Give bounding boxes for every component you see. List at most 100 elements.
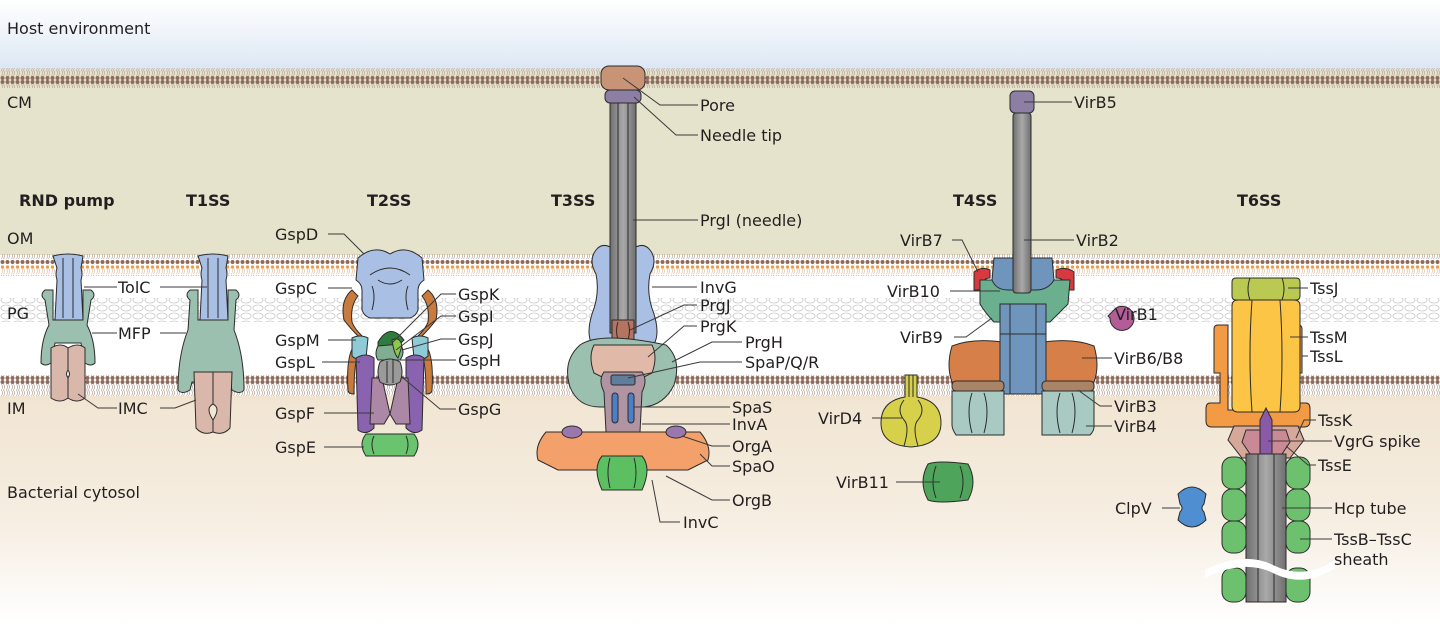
t6ss-label-tsse: TssE: [1317, 456, 1352, 475]
t6ss-tssm: [1231, 299, 1301, 413]
region-label-host: Host environment: [7, 19, 150, 38]
t1ss: T1SS: [160, 191, 245, 434]
t2ss-label-gspl: GspL: [275, 353, 315, 372]
t3ss-label-spao: SpaO: [732, 457, 775, 476]
t3ss-spaprq: [610, 374, 636, 386]
region-label-pg: PG: [7, 304, 29, 323]
rnd-label-imc: IMC: [118, 399, 148, 418]
t6ss-label-tssl: TssL: [1309, 347, 1343, 366]
t6ss-clpv: [1177, 486, 1207, 528]
t2ss-gspc-left: [342, 289, 365, 395]
t4ss-virb11: [922, 461, 974, 503]
t2ss: T2SS GspD GspC GspK GspI GspM GspJ GspL …: [275, 191, 501, 457]
t2ss-gspf-right: [389, 377, 411, 425]
cm-region: [0, 70, 1440, 255]
t3ss-spas-left: [611, 392, 619, 424]
t6ss-label-clpv: ClpV: [1115, 499, 1152, 518]
host-environment-region: [0, 0, 1440, 70]
t4ss-label-virb5: VirB5: [1074, 93, 1117, 112]
t2ss-label-gspe: GspE: [275, 438, 316, 457]
t3ss-label-prgk: PrgK: [700, 317, 737, 336]
region-label-cm: CM: [7, 93, 32, 112]
t3ss-needle-tip: [604, 89, 642, 104]
t4ss-virb3-left: [951, 380, 1005, 392]
t2ss-gspe: [361, 433, 419, 457]
t4ss-vird4: [880, 374, 942, 448]
t3ss-spas-right: [627, 392, 635, 424]
t3ss-title: T3SS: [551, 191, 595, 210]
rnd-pump-title: RND pump: [19, 191, 115, 210]
t2ss-label-gspi: GspI: [458, 307, 494, 326]
rnd-pump: RND pump TolC MFP IMC: [19, 191, 151, 418]
t2ss-title: T2SS: [367, 191, 411, 210]
t6ss-label-tssj: TssJ: [1309, 279, 1339, 298]
t2ss-label-gspd: GspD: [275, 225, 318, 244]
t4ss-title: T4SS: [953, 191, 997, 210]
t2ss-label-gspg: GspG: [458, 400, 501, 419]
region-label-cytosol: Bacterial cytosol: [7, 483, 140, 502]
t4ss-label-virb11: VirB11: [836, 473, 889, 492]
t3ss-label-invg: InvG: [700, 278, 737, 297]
t6ss-vgrg: [1259, 406, 1273, 455]
t4ss-label-virb1: VirB1: [1115, 305, 1158, 324]
t3ss-spao: [536, 431, 710, 471]
t3ss: T3SS Pore Needle tip PrgI (needle) InvG …: [536, 65, 819, 532]
t2ss-label-gspk: GspK: [458, 285, 500, 304]
t3ss-label-spas: SpaS: [732, 398, 772, 417]
t3ss-label-prgi: PrgI (needle): [700, 211, 802, 230]
t6ss-hcp-tube: [1245, 453, 1287, 603]
t4ss-label-vird4: VirD4: [818, 409, 862, 428]
t4ss-virb4-right: [1041, 390, 1095, 436]
t6ss-label-vgrg: VgrG spike: [1334, 432, 1421, 451]
t6ss-label-sheath: sheath: [1334, 550, 1389, 569]
t3ss-label-invc: InvC: [683, 513, 719, 532]
region-label-im: IM: [7, 399, 26, 418]
t4ss-label-virb7: VirB7: [900, 231, 943, 250]
t4ss-label-virb4: VirB4: [1114, 417, 1157, 436]
t4ss-needle: [1012, 112, 1032, 294]
t3ss-label-needle-tip: Needle tip: [700, 126, 782, 145]
peptidoglycan-layer: [0, 298, 1440, 322]
t1ss-imc: [193, 371, 233, 434]
t6ss-break: [1205, 558, 1335, 580]
t1ss-tolc: [197, 253, 229, 321]
t4ss-virb4-left: [951, 390, 1005, 436]
t4ss: T4SS VirB5 VirB7 VirB2 VirB10 VirB1 VirB…: [818, 90, 1183, 503]
t3ss-label-orga: OrgA: [732, 437, 772, 456]
t4ss-label-virb3: VirB3: [1114, 397, 1157, 416]
t3ss-needle: [609, 102, 637, 334]
t3ss-label-prgh: PrgH: [745, 333, 783, 352]
t4ss-label-virb6b8: VirB6/B8: [1114, 349, 1183, 368]
t3ss-orga-left: [561, 425, 583, 439]
t2ss-label-gspf: GspF: [275, 404, 315, 423]
t3ss-label-spaprq: SpaP/Q/R: [745, 353, 819, 372]
t2ss-label-gsph: GspH: [458, 351, 501, 370]
t2ss-label-gspm: GspM: [275, 331, 320, 350]
t3ss-orga-right: [665, 425, 687, 439]
rnd-mfp: [40, 289, 96, 366]
t3ss-invg: [588, 244, 658, 345]
t4ss-virb1: [1107, 305, 1135, 331]
region-label-om: OM: [7, 229, 33, 248]
cm-membrane: [0, 68, 1440, 88]
t4ss-label-virb10: VirB10: [887, 282, 940, 301]
t3ss-label-inva: InvA: [732, 415, 767, 434]
t2ss-gspc-right: [415, 289, 438, 395]
t2ss-label-gspj: GspJ: [458, 330, 494, 349]
t3ss-invc: [596, 455, 648, 491]
rnd-label-tolc: TolC: [117, 278, 150, 297]
t6ss-tssj: [1231, 277, 1301, 301]
t6ss-label-tssk: TssK: [1317, 411, 1353, 430]
rnd-label-mfp: MFP: [118, 324, 151, 343]
t6ss-label-hcp: Hcp tube: [1334, 499, 1406, 518]
region-labels: Host environment CM OM PG IM Bacterial c…: [7, 19, 150, 502]
t3ss-label-orgb: OrgB: [732, 491, 772, 510]
t4ss-virb10-core: [999, 303, 1047, 395]
t2ss-gspl-right: [405, 354, 425, 434]
t3ss-label-pore: Pore: [700, 96, 735, 115]
t1ss-title: T1SS: [186, 191, 230, 210]
t3ss-label-prgj: PrgJ: [700, 296, 731, 315]
rnd-tolc: [52, 253, 84, 321]
